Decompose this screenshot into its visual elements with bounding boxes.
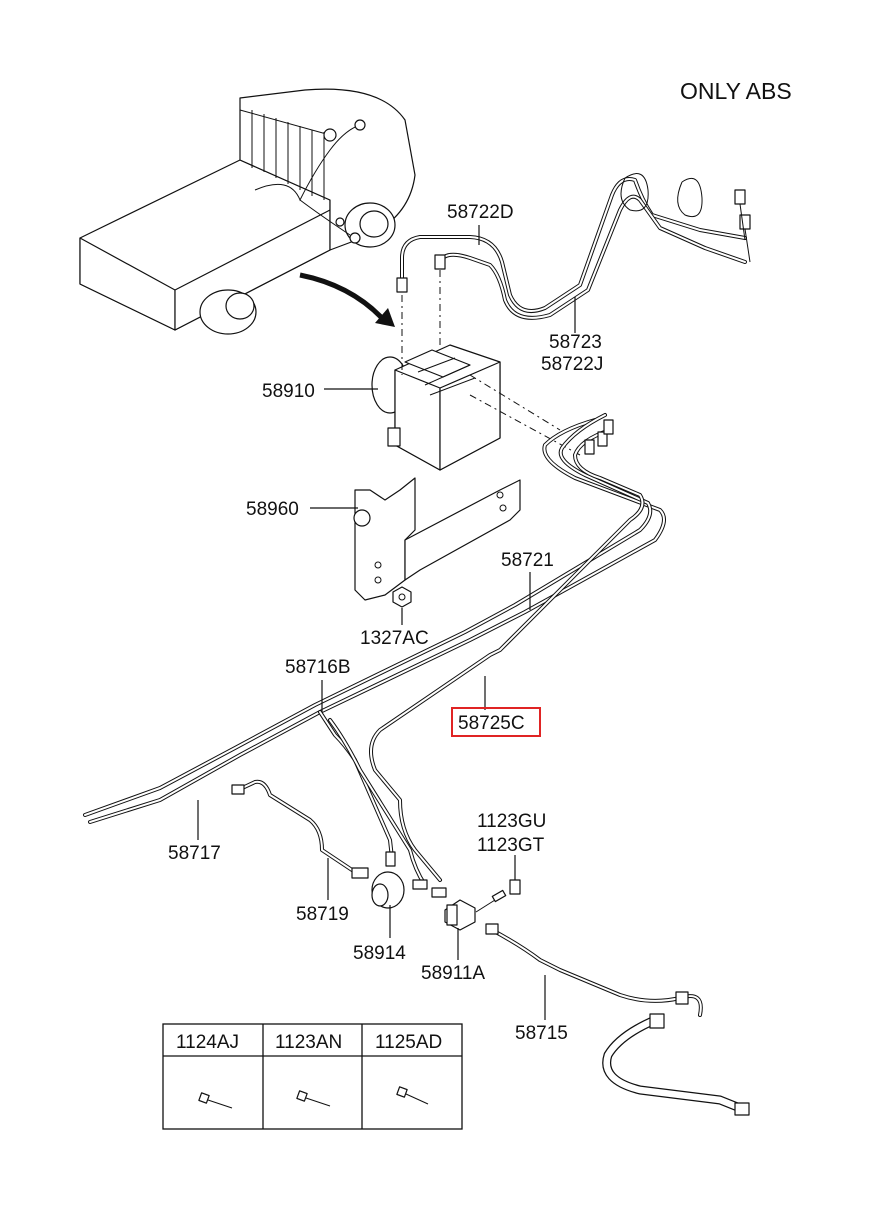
label-58722D: 58722D: [447, 202, 514, 223]
label-58717: 58717: [168, 843, 221, 864]
label-58723: 58723: [549, 332, 602, 353]
truck-illustration: [79, 88, 416, 335]
only-abs-note: ONLY ABS: [680, 78, 792, 104]
connector-58911A: [444, 879, 521, 931]
bolt-1125AD-icon: [396, 1086, 429, 1105]
label-58721: 58721: [501, 550, 554, 571]
label-58910: 58910: [262, 381, 315, 402]
brake-hose-58715: [485, 923, 750, 1116]
label-58914: 58914: [353, 943, 406, 964]
label-58715: 58715: [515, 1023, 568, 1044]
junction-block-58914: [371, 871, 405, 909]
bolt-1124AJ-icon: [198, 1092, 233, 1109]
label-58716B: 58716B: [285, 657, 351, 678]
brake-pipe-58719: [231, 779, 369, 879]
label-58722J: 58722J: [541, 354, 603, 375]
label-1123GT: 1123GT: [477, 835, 545, 856]
part-labels: 58722D 58723 58722J 58910 58960 58721 13…: [168, 202, 603, 1044]
upper-brake-pipes: [396, 173, 751, 320]
label-1123GU: 1123GU: [477, 811, 546, 832]
highlight-box-58725C: [451, 707, 541, 737]
label-58725C: 58725C: [458, 713, 525, 734]
abs-bracket: [353, 477, 521, 608]
label-1327AC: 1327AC: [360, 628, 429, 649]
label-58960: 58960: [246, 499, 299, 520]
bolt-table: 1124AJ 1123AN 1125AD: [162, 1023, 463, 1130]
bolt-1123AN-icon: [296, 1090, 331, 1107]
label-58719: 58719: [296, 904, 349, 925]
abs-hydraulic-unit: [371, 270, 581, 471]
main-brake-pipes: [83, 413, 666, 898]
bolt-header-1123AN: 1123AN: [275, 1032, 342, 1053]
label-58911A: 58911A: [421, 963, 485, 984]
leader-lines: [197, 225, 576, 1020]
bolt-header-1125AD: 1125AD: [375, 1032, 442, 1053]
bolt-header-1124AJ: 1124AJ: [176, 1032, 239, 1053]
